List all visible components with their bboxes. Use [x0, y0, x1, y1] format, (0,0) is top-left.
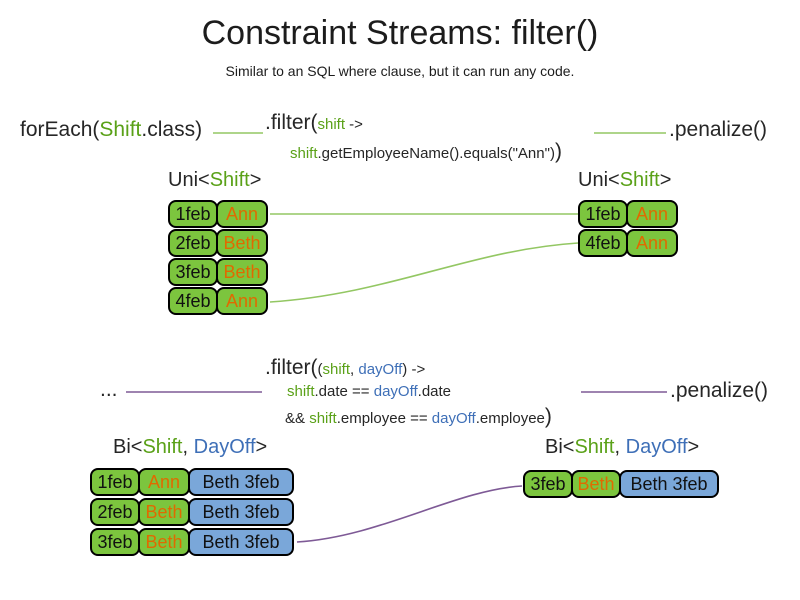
filter2-param2: dayOff [358, 361, 403, 378]
shift-ref: shift [287, 383, 315, 400]
table-row: 2feb Beth [168, 229, 268, 257]
ellipsis: ... [100, 378, 118, 401]
date-cell: 1feb [168, 200, 218, 228]
uni-pre: Uni< [578, 169, 620, 191]
bi-pre: Bi< [113, 436, 143, 458]
foreach-class: Shift [99, 118, 142, 141]
uni-post: > [659, 169, 672, 191]
date-cell: 4feb [168, 287, 218, 315]
employee-cell: Beth [138, 498, 190, 526]
bi-dayoff: DayOff [625, 436, 688, 458]
employee-cell: Beth [571, 470, 621, 498]
date-cell: 1feb [90, 468, 140, 496]
bi-dayoff: DayOff [193, 436, 256, 458]
date-cell: 4feb [578, 229, 628, 257]
and-operator: && [285, 410, 310, 427]
connector-row-4feb-ann [269, 242, 579, 303]
table-row: 3feb Beth Beth 3feb [90, 528, 294, 556]
bi-post: > [255, 436, 268, 458]
employee-cell: Beth [138, 528, 190, 556]
filter2-head: .filter((shift, dayOff) -> [265, 357, 425, 378]
filter2-close: ) [544, 405, 552, 428]
employee-prop: .employee [475, 410, 545, 427]
employee-cell: Beth [216, 258, 268, 286]
filter1-keyword: .filter( [265, 111, 318, 134]
filter2-body-line2: && shift.employee == dayOff.employee) [285, 406, 552, 427]
employee-cell: Ann [626, 229, 678, 257]
table-row: 1feb Ann Beth 3feb [90, 468, 294, 496]
bi-shift: Shift [574, 436, 615, 458]
employee-eq: .employee == [336, 410, 432, 427]
penalize1-expression: .penalize() [669, 118, 768, 141]
page-title: Constraint Streams: filter() [201, 14, 599, 52]
uni-source-table: 1feb Ann 2feb Beth 3feb Beth 4feb Ann [168, 200, 268, 316]
foreach-pre: forEach( [20, 118, 100, 141]
employee-cell: Ann [216, 200, 268, 228]
bi-label-left: Bi<Shift, DayOff> [113, 437, 267, 457]
table-row: 3feb Beth [168, 258, 268, 286]
dayoff-cell: Beth 3feb [188, 468, 294, 496]
uni-shift-label-left: Uni<Shift> [168, 170, 261, 190]
penalize2-expression: .penalize() [670, 379, 769, 402]
bi-filtered-table: 3feb Beth Beth 3feb [523, 470, 719, 499]
filter2-keyword: .filter( [265, 356, 318, 379]
bi-comma: , [614, 436, 626, 458]
table-row: 3feb Beth Beth 3feb [523, 470, 719, 498]
filter1-head: .filter(shift -> [265, 112, 363, 133]
filter1-body: shift.getEmployeeName().equals("Ann")) [290, 141, 562, 162]
shift-ref: shift [309, 410, 337, 427]
page-subtitle: Similar to an SQL where clause, but it c… [225, 63, 575, 79]
dayoff-ref: dayOff [431, 410, 476, 427]
connector-row-3feb-beth [296, 485, 523, 543]
date-cell: 1feb [578, 200, 628, 228]
uni-filtered-table: 1feb Ann 4feb Ann [578, 200, 678, 258]
uni-pre: Uni< [168, 169, 210, 191]
bi-shift: Shift [142, 436, 183, 458]
filter1-param: shift [317, 116, 346, 133]
bi-post: > [687, 436, 700, 458]
filter2-comma: , [350, 361, 359, 378]
bi-source-table: 1feb Ann Beth 3feb 2feb Beth Beth 3feb 3… [90, 468, 294, 558]
employee-cell: Beth [216, 229, 268, 257]
dayoff-ref: dayOff [373, 383, 418, 400]
date-cell: 3feb [168, 258, 218, 286]
uni-shift-label-right: Uni<Shift> [578, 170, 671, 190]
employee-cell: Ann [216, 287, 268, 315]
table-row: 2feb Beth Beth 3feb [90, 498, 294, 526]
date-cell: 3feb [90, 528, 140, 556]
bi-comma: , [182, 436, 194, 458]
dayoff-cell: Beth 3feb [619, 470, 719, 498]
foreach-expression: forEach(Shift.class) [20, 119, 202, 140]
uni-post: > [249, 169, 262, 191]
foreach-post: .class) [141, 118, 203, 141]
employee-cell: Ann [138, 468, 190, 496]
dayoff-cell: Beth 3feb [188, 498, 294, 526]
filter1-body-rest: .getEmployeeName().equals("Ann") [317, 145, 555, 162]
filter2-param1: shift [322, 361, 351, 378]
filter2-arrow: -> [407, 361, 426, 378]
table-row: 4feb Ann [168, 287, 268, 315]
dayoff-cell: Beth 3feb [188, 528, 294, 556]
date-eq: .date == [314, 383, 374, 400]
date-prop: .date [417, 383, 452, 400]
table-row: 1feb Ann [578, 200, 678, 228]
filter2-body-line1: shift.date == dayOff.date [287, 384, 451, 400]
table-row: 4feb Ann [578, 229, 678, 257]
date-cell: 3feb [523, 470, 573, 498]
bi-pre: Bi< [545, 436, 575, 458]
bi-label-right: Bi<Shift, DayOff> [545, 437, 699, 457]
date-cell: 2feb [90, 498, 140, 526]
employee-cell: Ann [626, 200, 678, 228]
filter1-arrow: -> [345, 116, 363, 133]
filter2-open-paren: ( [317, 361, 323, 378]
filter2-close-paren: ) [402, 361, 408, 378]
filter1-body-param: shift [290, 145, 318, 162]
filter1-body-close: ) [554, 140, 562, 163]
uni-shift: Shift [619, 169, 660, 191]
table-row: 1feb Ann [168, 200, 268, 228]
date-cell: 2feb [168, 229, 218, 257]
uni-shift: Shift [209, 169, 250, 191]
